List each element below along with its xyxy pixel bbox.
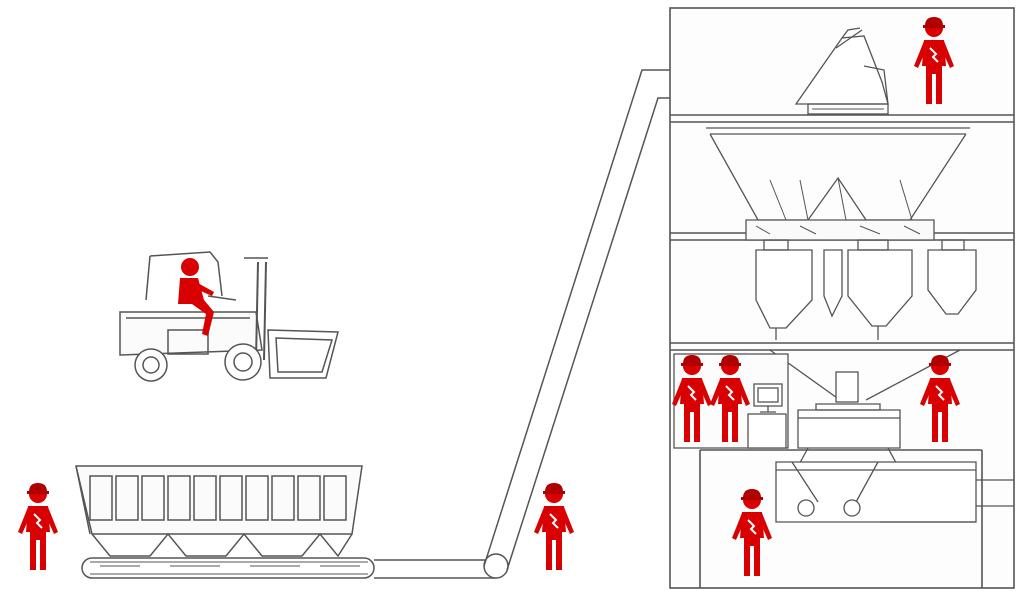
aggregate-bins: [706, 127, 970, 241]
forklift: [119, 251, 339, 382]
forklift-driver: [178, 258, 214, 336]
hopper-compartments: [89, 475, 347, 521]
discharge-chute: [775, 461, 1014, 523]
batching-hopper: [75, 465, 375, 579]
weighing-hoppers: [755, 239, 977, 340]
worker-hardhat-icon: [533, 482, 575, 571]
mixer-assembly: [769, 349, 961, 471]
worker-hardhat-icon: [17, 482, 59, 571]
control-computer-icon: [747, 383, 787, 449]
top-floor-receiving-bin: [794, 27, 889, 115]
inclined-conveyor: [374, 69, 670, 579]
